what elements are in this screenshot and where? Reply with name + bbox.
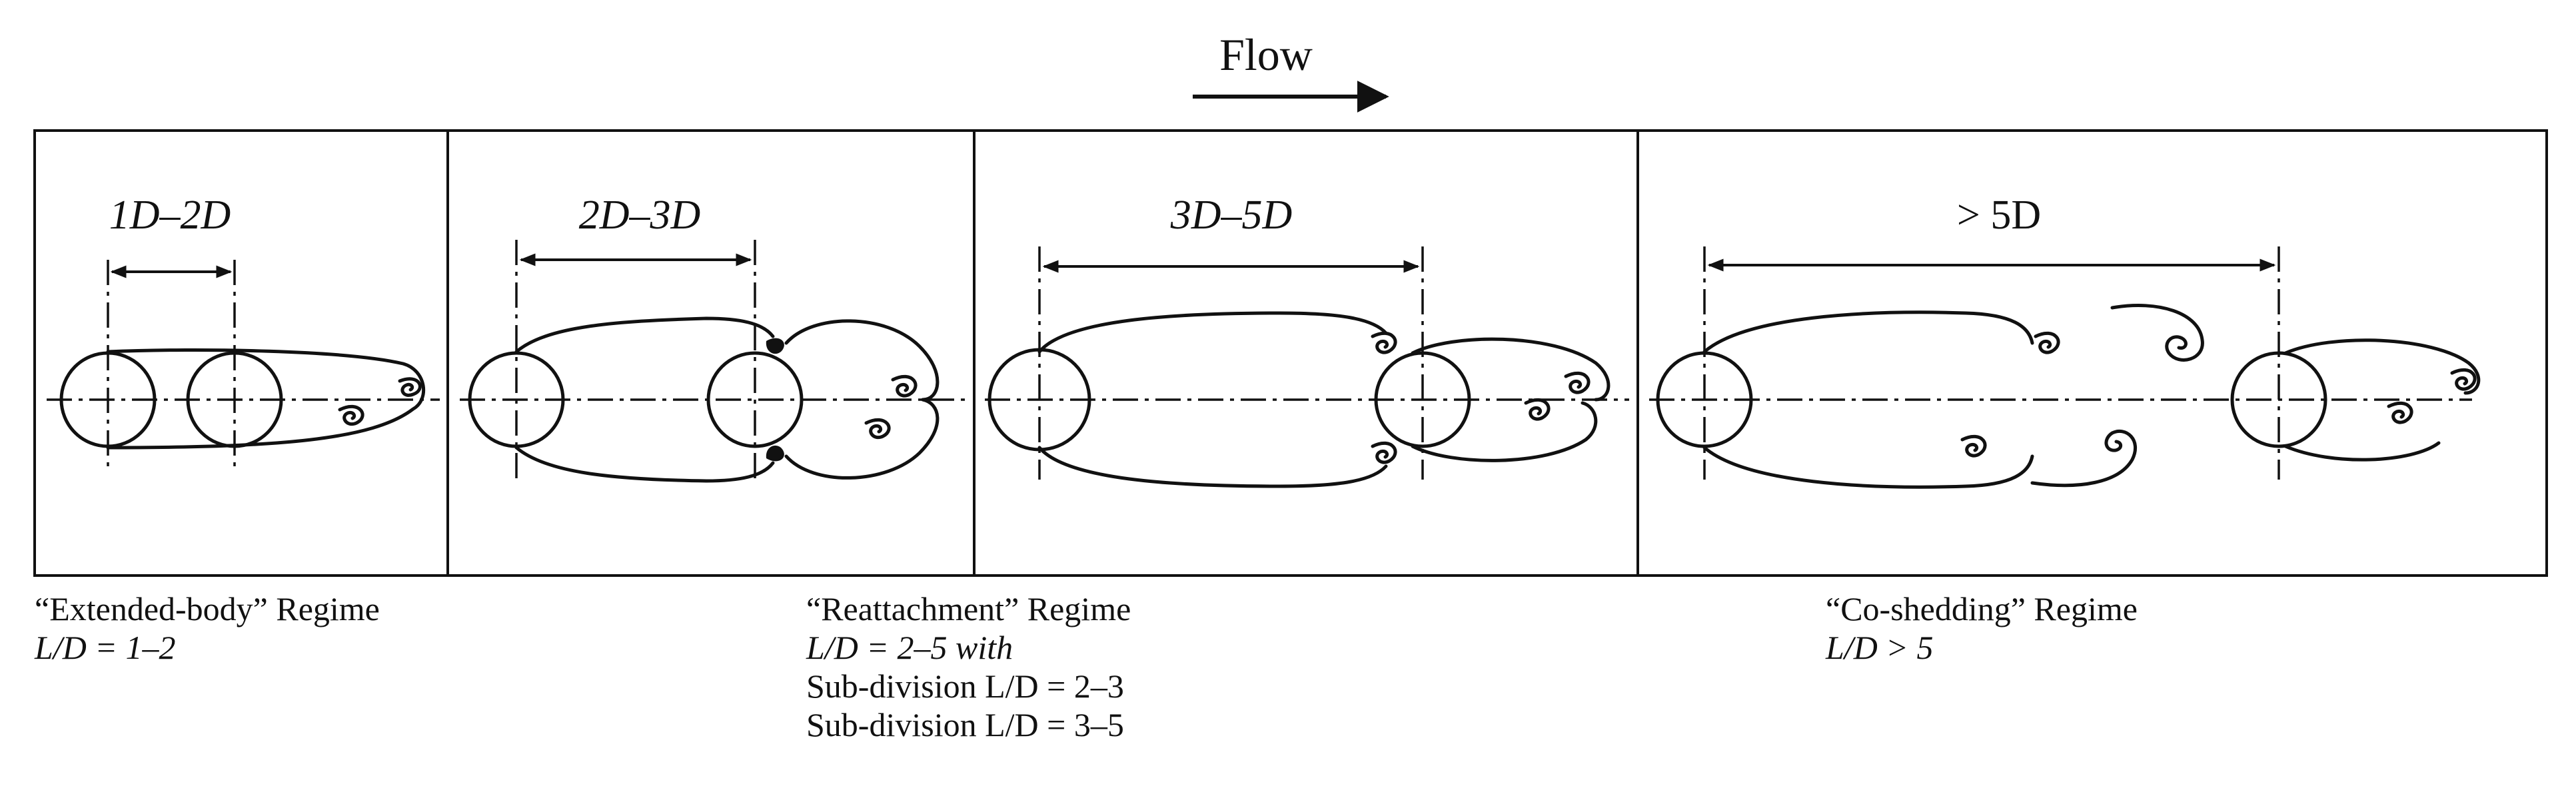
vortex [1524, 398, 1551, 421]
downstream-cylinder [2230, 351, 2327, 448]
downstream-cylinder [1374, 351, 1471, 448]
vortex [1564, 371, 1591, 394]
downstream-cylinder [186, 351, 283, 448]
spacing-label: > 5D [1957, 193, 2041, 238]
vortex [338, 404, 364, 426]
wake-envelope [784, 319, 940, 402]
vortex [2450, 368, 2477, 391]
regime-subdivision: Sub-division L/D = 3–5 [806, 706, 1124, 743]
wake-envelope [1411, 401, 1598, 462]
upstream-cylinder [468, 351, 565, 448]
diagram-frame [33, 129, 2548, 577]
panel-co-shedding: > 5D [1649, 193, 2481, 489]
wake-envelope [2283, 338, 2481, 395]
spacing-label: 1D–2D [109, 193, 231, 238]
separation-vortex [766, 338, 784, 354]
panel-reattachment-a: 2D–3D [460, 193, 966, 483]
vortex [2034, 331, 2060, 354]
spacing-label: 3D–5D [1170, 193, 1293, 238]
vortex [1371, 331, 1397, 354]
wake-envelope [2283, 441, 2441, 462]
flow-label: Flow [1219, 29, 1313, 80]
vortex [891, 374, 918, 398]
caption-extended-body: “Extended-body” Regime L/D = 1–2 [35, 590, 380, 667]
vortex [2387, 401, 2413, 424]
vortex [1960, 434, 1987, 458]
shear-layer-envelope [1037, 311, 1388, 354]
regime-title: “Extended-body” Regime [35, 590, 380, 627]
caption-reattachment: “Reattachment” Regime L/D = 2–5 with Sub… [806, 590, 1131, 744]
vortex [1371, 441, 1397, 464]
wake-envelope [784, 398, 940, 480]
vortex [864, 418, 891, 440]
upstream-cylinder [987, 348, 1091, 452]
separation-vortex [766, 445, 784, 462]
wake-envelope [1702, 310, 2034, 354]
shed-vortex [2030, 429, 2138, 488]
regime-range: L/D = 2–5 with [806, 629, 1013, 666]
regime-title: “Co-shedding” Regime [1826, 590, 2138, 627]
wake-envelope [1411, 337, 1610, 402]
regime-range: L/D = 1–2 [35, 629, 176, 666]
regime-range: L/D > 5 [1826, 629, 1934, 666]
vortex [398, 377, 422, 397]
shear-layer-envelope [1037, 446, 1388, 488]
shear-layer-envelope [514, 446, 775, 483]
shear-layer-envelope [514, 316, 775, 354]
caption-co-shedding: “Co-shedding” Regime L/D > 5 [1826, 590, 2138, 667]
regime-subdivision: Sub-division L/D = 2–3 [806, 667, 1124, 705]
downstream-cylinder [706, 351, 804, 448]
wake-envelope [1702, 446, 2034, 489]
wake-envelope [106, 348, 425, 450]
shed-vortex [2110, 304, 2204, 362]
panel-extended-body: 1D–2D [47, 193, 440, 466]
spacing-label: 2D–3D [579, 193, 701, 238]
upstream-cylinder [59, 351, 157, 448]
upstream-cylinder [1656, 351, 1753, 448]
regime-title: “Reattachment” Regime [806, 590, 1131, 627]
panel-reattachment-b: 3D–5D [985, 193, 1629, 488]
